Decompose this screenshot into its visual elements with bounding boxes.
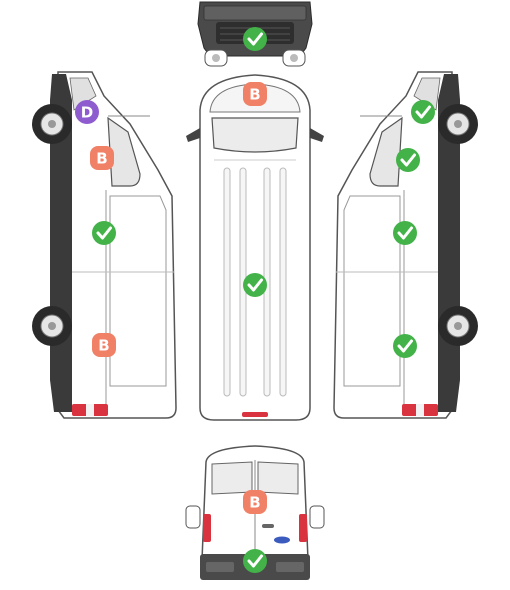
ok-check-marker-top-roof-center[interactable] — [243, 273, 267, 297]
check-circle-icon — [396, 148, 420, 172]
checkmark-icon — [400, 153, 416, 167]
damage-marker-left-mirror[interactable]: D — [75, 100, 99, 124]
ok-check-marker-right-mirror[interactable] — [411, 100, 435, 124]
damage-code-label: B — [249, 86, 260, 104]
damage-marker-left-front-door[interactable]: B — [90, 146, 114, 170]
ok-check-marker-right-rear-panel[interactable] — [393, 334, 417, 358]
checkmark-icon — [397, 226, 413, 240]
check-circle-icon — [243, 549, 267, 573]
check-circle-icon — [92, 221, 116, 245]
right-side-view[interactable] — [333, 71, 478, 419]
check-circle-icon — [243, 27, 267, 51]
check-circle-icon — [411, 100, 435, 124]
markers-layer: B D B B B — [75, 27, 435, 573]
damage-badge-shape — [92, 333, 116, 357]
ok-check-marker-right-front-door[interactable] — [396, 148, 420, 172]
checkmark-icon — [247, 554, 263, 568]
damage-code-label: D — [81, 104, 93, 122]
damage-marker-left-rear-panel[interactable]: B — [92, 333, 116, 357]
damage-marker-top-roof-front[interactable]: B — [243, 82, 267, 106]
damage-code-label: B — [98, 337, 109, 355]
damage-code-label: B — [96, 150, 107, 168]
checkmark-icon — [247, 32, 263, 46]
ok-check-marker-front-bumper[interactable] — [243, 27, 267, 51]
checkmark-icon — [415, 105, 431, 119]
top-view[interactable] — [186, 74, 324, 421]
ok-check-marker-left-sliding-door[interactable] — [92, 221, 116, 245]
ok-check-marker-right-middle-panel[interactable] — [393, 221, 417, 245]
damage-badge-shape — [243, 490, 267, 514]
checkmark-icon — [96, 226, 112, 240]
front-view[interactable] — [197, 1, 313, 67]
damage-badge-shape — [75, 100, 99, 124]
damage-code-label: B — [249, 494, 260, 512]
checkmark-icon — [397, 339, 413, 353]
check-circle-icon — [393, 334, 417, 358]
check-circle-icon — [393, 221, 417, 245]
checkmark-icon — [247, 278, 263, 292]
damage-badge-shape — [90, 146, 114, 170]
check-circle-icon — [243, 273, 267, 297]
left-side-view[interactable] — [32, 71, 177, 419]
damage-marker-rear-rear-doors[interactable]: B — [243, 490, 267, 514]
ok-check-marker-rear-rear-bumper[interactable] — [243, 549, 267, 573]
damage-badge-shape — [243, 82, 267, 106]
